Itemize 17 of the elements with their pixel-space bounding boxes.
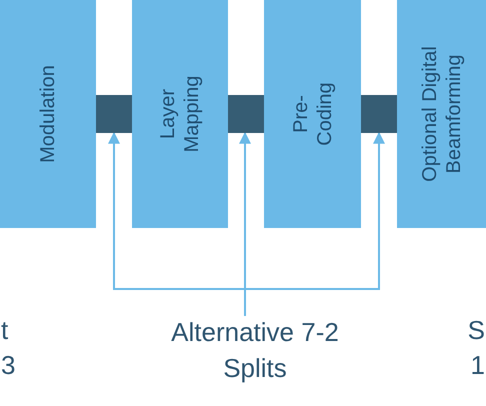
partial-label: t (1, 317, 8, 343)
block-label: Optional Digital Beamforming (418, 45, 466, 184)
block-label: Layer Mapping (156, 74, 204, 154)
partial-label: 1 (470, 352, 485, 378)
process-box (264, 0, 361, 228)
callout-label: Alternative 7-2 Splits (170, 316, 340, 386)
partial-label: S (468, 317, 485, 343)
process-box (397, 0, 486, 228)
block-label: Pre-Coding (288, 81, 336, 148)
bar-shape (96, 95, 132, 133)
bar-shape (361, 95, 397, 133)
partial-label: 3 (1, 352, 16, 378)
process-box (132, 0, 228, 228)
process-box (0, 0, 96, 228)
bar-shape (228, 95, 264, 133)
block-label: Modulation (36, 64, 60, 165)
arrow (244, 132, 385, 316)
